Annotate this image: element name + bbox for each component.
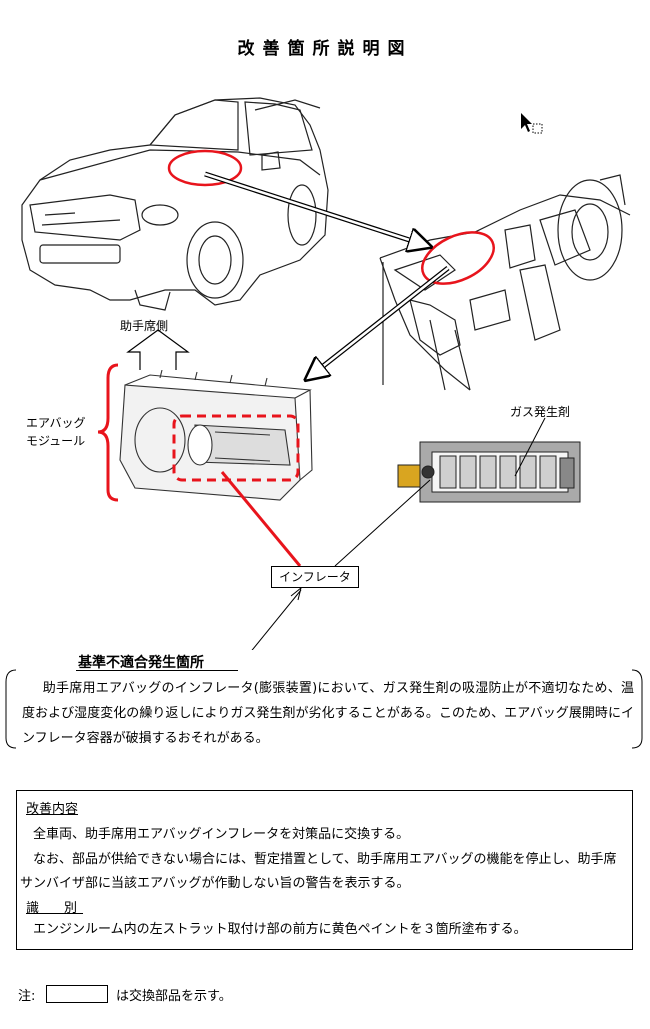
- defect-brackets: [5, 669, 643, 749]
- gas-generant-label: ガス発生剤: [510, 405, 571, 419]
- defect-title-underline: [76, 670, 238, 671]
- airbag-module-illustration: [119, 369, 313, 501]
- windshield-highlight: [167, 149, 243, 187]
- car-illustration: [21, 97, 329, 311]
- gas-leader-line: [514, 417, 546, 477]
- inflator-highlight: [172, 414, 300, 482]
- improvement-line-3: サンバイザ部に当該エアバッグが作動しない旨の警告を表示する。: [20, 876, 410, 891]
- passenger-side-arrow: [126, 329, 190, 370]
- passenger-side-label: 助手席側: [120, 319, 169, 333]
- inflator-illustration: [397, 441, 581, 503]
- improvement-line-1: 全車両、助手席用エアバッグインフレータを対策品に交換する。: [33, 827, 410, 842]
- arrow-dash-to-module: [308, 267, 449, 378]
- inflator-leader-line: [334, 479, 431, 567]
- red-leader-line: [220, 471, 302, 567]
- defect-title: 基準不適合発生箇所: [78, 655, 204, 671]
- dashboard-illustration: [379, 174, 631, 391]
- airbag-module-label-1: エアバッグ: [26, 416, 86, 430]
- defect-description: 助手席用エアバッグのインフレータ(膨張装置)において、ガス発生剤の吸湿防止が不適…: [22, 681, 634, 746]
- dashboard-highlight: [421, 231, 495, 285]
- defect-leader-line: [251, 589, 302, 650]
- airbag-module-label-2: モジュール: [26, 434, 86, 448]
- note-text: は交換部品を示す。: [116, 989, 232, 1004]
- identification-text: エンジンルーム内の左ストラット取付け部の前方に黄色ペイントを３箇所塗布する。: [33, 922, 527, 937]
- note-sample-box: [46, 985, 108, 1003]
- module-bracket: [97, 363, 119, 502]
- inflator-label: インフレータ: [271, 566, 359, 588]
- recall-diagram: [21, 97, 631, 650]
- arrow-car-to-dash: [204, 172, 428, 246]
- note-prefix: 注:: [18, 989, 36, 1004]
- improvement-title: 改善内容: [26, 802, 79, 817]
- cursor-icon: [521, 113, 543, 134]
- page-title: 改善箇所説明図: [237, 39, 413, 59]
- defect-leader-arrowhead: [290, 586, 302, 601]
- identification-title: 識 別: [26, 901, 84, 916]
- improvement-line-2: なお、部品が供給できない場合には、暫定措置として、助手席用エアバッグの機能を停止…: [33, 852, 617, 867]
- improvement-box: [16, 790, 633, 950]
